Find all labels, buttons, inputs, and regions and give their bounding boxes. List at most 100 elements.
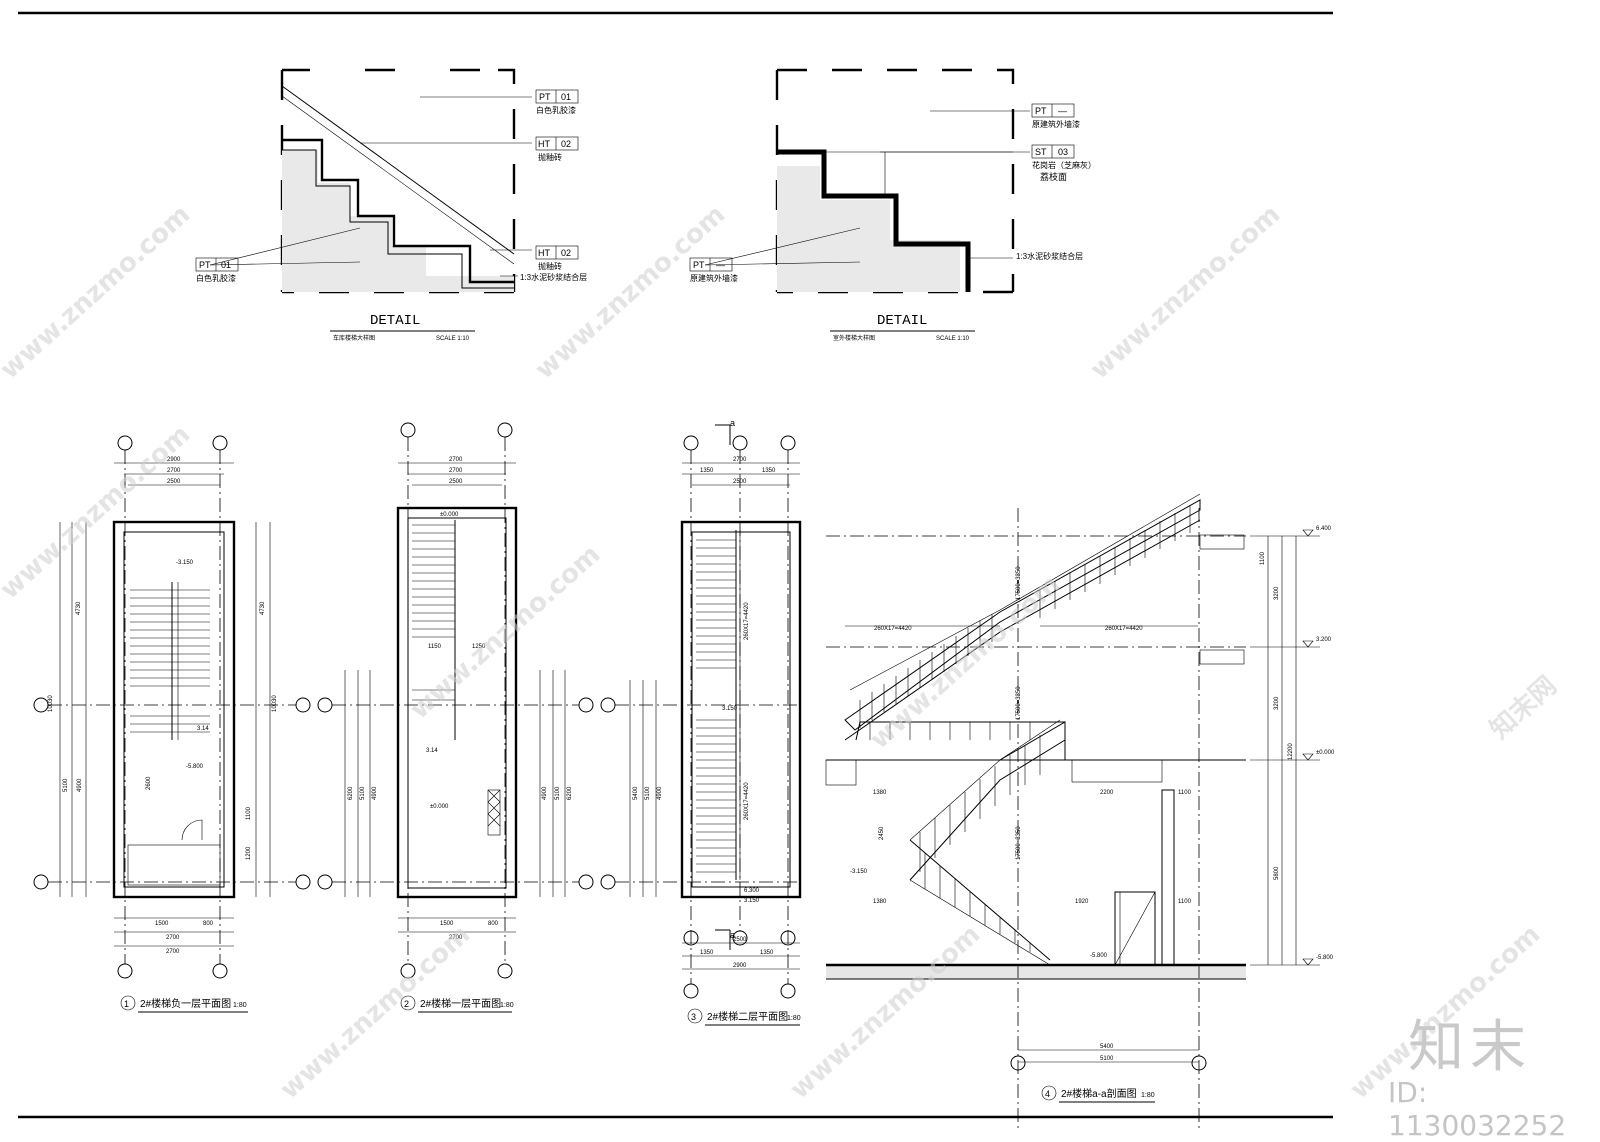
svg-text:2700: 2700 <box>166 949 180 955</box>
svg-text:原建筑外墙漆: 原建筑外墙漆 <box>1032 119 1080 129</box>
svg-text:4: 4 <box>1045 1089 1050 1099</box>
section-flight-upper <box>844 493 1201 741</box>
svg-text:HT: HT <box>538 248 550 258</box>
detail-left-scale: SCALE 1:10 <box>436 336 470 342</box>
svg-text:www.znzmo.com: www.znzmo.com <box>0 419 196 605</box>
svg-text:1920: 1920 <box>1075 899 1089 905</box>
svg-text:3.150: 3.150 <box>744 898 760 904</box>
svg-text:6200: 6200 <box>348 786 354 800</box>
svg-text:2500: 2500 <box>449 479 463 485</box>
svg-text:03: 03 <box>1058 147 1068 157</box>
svg-text:2700: 2700 <box>449 457 463 463</box>
svg-text:12200: 12200 <box>1288 743 1294 760</box>
svg-text:1100: 1100 <box>1178 899 1192 905</box>
svg-text:ST: ST <box>1035 147 1047 157</box>
detail-left-subtitle: 车库楼梯大样图 <box>333 334 375 342</box>
svg-text:2500: 2500 <box>733 937 747 943</box>
svg-text:3: 3 <box>691 1012 696 1022</box>
svg-text:4730: 4730 <box>76 601 82 615</box>
svg-text:1:80: 1:80 <box>1141 1092 1155 1099</box>
svg-text:白色乳胶漆: 白色乳胶漆 <box>536 105 576 115</box>
svg-text:1380: 1380 <box>873 899 887 905</box>
svg-text:5400: 5400 <box>633 786 639 800</box>
plan-1-stair-treads <box>130 582 210 740</box>
svg-text:5400: 5400 <box>1100 1044 1114 1050</box>
svg-text:2450: 2450 <box>879 826 885 840</box>
svg-text:1350: 1350 <box>700 468 714 474</box>
svg-text:2200: 2200 <box>1100 790 1114 796</box>
section-flight-lower <box>909 719 1066 966</box>
plan-1-title: 2#楼梯负一层平面图 <box>140 997 231 1010</box>
svg-text:www.znzmo.com: www.znzmo.com <box>0 199 196 385</box>
svg-text:±0.000: ±0.000 <box>430 804 449 810</box>
svg-text:www.znzmo.com: www.znzmo.com <box>530 199 732 385</box>
svg-text:1200: 1200 <box>246 846 252 860</box>
svg-text:PT: PT <box>539 92 551 102</box>
svg-text:02: 02 <box>561 139 571 149</box>
plan-2: 2700 2700 2500 6200 5100 4900 4900 5100 … <box>317 422 594 1013</box>
svg-text:1350: 1350 <box>700 950 714 956</box>
svg-text:260X17=4420: 260X17=4420 <box>1105 626 1143 632</box>
svg-text:1500: 1500 <box>440 921 454 927</box>
svg-text:02: 02 <box>561 248 571 258</box>
detail-right-title: DETAIL <box>877 313 927 329</box>
svg-text:PT: PT <box>693 260 705 270</box>
detail-right-tag-3: PT — 原建筑外墙漆 <box>689 257 738 283</box>
svg-text:2700: 2700 <box>733 457 747 463</box>
svg-text:01: 01 <box>221 260 231 270</box>
svg-text:1500: 1500 <box>155 921 169 927</box>
detail-left-tag-3: HT 02 抛釉砖 <box>535 245 579 271</box>
svg-text:1100: 1100 <box>246 806 252 820</box>
detail-left-tag-4: PT 01 白色乳胶漆 <box>195 257 239 283</box>
svg-text:5100: 5100 <box>1100 1056 1114 1062</box>
svg-text:4900: 4900 <box>372 786 378 800</box>
svg-text:4900: 4900 <box>657 786 663 800</box>
svg-text:5800: 5800 <box>1274 866 1280 880</box>
svg-text:5100: 5100 <box>555 786 561 800</box>
svg-text:原建筑外墙漆: 原建筑外墙漆 <box>690 273 738 283</box>
svg-text:HT: HT <box>538 139 550 149</box>
svg-text:2900: 2900 <box>733 963 747 969</box>
svg-text:a: a <box>730 418 735 428</box>
plan-2-title: 2#楼梯一层平面图 <box>420 997 501 1010</box>
svg-text:01: 01 <box>561 92 571 102</box>
svg-text:10030: 10030 <box>48 695 54 712</box>
detail-right-mortar-note: 1:3水泥砂浆结合层 <box>1016 251 1083 261</box>
svg-text:1100: 1100 <box>1178 790 1192 796</box>
image-id-label: ID: 1130032252 <box>1388 1076 1567 1142</box>
svg-text:www.znzmo.com: www.znzmo.com <box>785 919 987 1105</box>
detail-right-subtitle: 室外楼梯大样图 <box>833 334 875 342</box>
section-view: 6.400 3.200 ±0.000 -5.800 1100 3200 3200… <box>825 493 1335 1131</box>
brand-logo: 知末 <box>1408 1015 1532 1080</box>
svg-text:-5.800: -5.800 <box>1090 953 1108 959</box>
svg-text:www.znzmo.com: www.znzmo.com <box>1085 199 1287 385</box>
svg-text:2600: 2600 <box>146 776 152 790</box>
svg-text:2900: 2900 <box>167 457 181 463</box>
svg-text:17500=3350: 17500=3350 <box>1016 826 1022 860</box>
svg-text:荔枝面: 荔枝面 <box>1040 171 1067 182</box>
svg-text:17500=3350: 17500=3350 <box>1016 566 1022 600</box>
svg-text:—: — <box>716 260 725 270</box>
svg-text:1350: 1350 <box>762 468 776 474</box>
svg-text:6.300: 6.300 <box>744 888 760 894</box>
svg-text:3200: 3200 <box>1274 696 1280 710</box>
svg-text:抛釉砖: 抛釉砖 <box>538 261 562 271</box>
svg-text:3200: 3200 <box>1274 586 1280 600</box>
svg-text:1150: 1150 <box>428 644 442 650</box>
svg-text:-3.150: -3.150 <box>176 560 194 566</box>
svg-text:-5.800: -5.800 <box>1316 955 1334 961</box>
svg-text:1350: 1350 <box>760 950 774 956</box>
svg-text:a: a <box>730 930 735 940</box>
svg-text:PT: PT <box>199 260 211 270</box>
svg-text:3.14: 3.14 <box>197 726 209 732</box>
svg-text:—: — <box>1058 106 1067 116</box>
svg-text:4730: 4730 <box>260 601 266 615</box>
plan-3: a a 2700 1350 <box>600 418 802 1026</box>
svg-text:1:80: 1:80 <box>787 1015 801 1022</box>
svg-text:4900: 4900 <box>542 786 548 800</box>
svg-text:±0.000: ±0.000 <box>1316 750 1335 756</box>
svg-text:2500: 2500 <box>733 479 747 485</box>
svg-text:2700: 2700 <box>166 935 180 941</box>
svg-text:1:80: 1:80 <box>500 1002 514 1009</box>
svg-text:白色乳胶漆: 白色乳胶漆 <box>196 273 236 283</box>
